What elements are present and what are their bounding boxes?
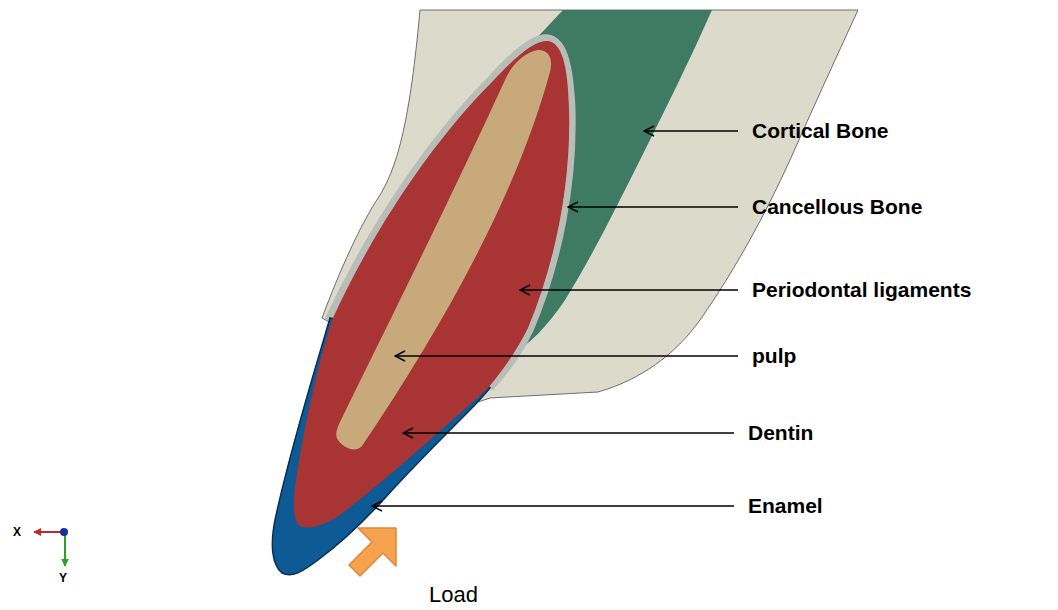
part-label: pulp	[752, 345, 796, 366]
axis-label: X	[13, 526, 21, 538]
part-label: Enamel	[748, 495, 823, 516]
part-label: Periodontal ligaments	[752, 279, 971, 300]
dentin	[294, 41, 569, 527]
part-label: Dentin	[748, 422, 813, 443]
axis-label: Y	[59, 572, 67, 584]
part-label: Cancellous Bone	[752, 196, 922, 217]
leader-lines	[372, 131, 738, 506]
load-arrow	[349, 528, 396, 576]
pulp	[336, 50, 551, 449]
load-label: Load	[429, 584, 478, 606]
part-label: Cortical Bone	[752, 120, 889, 141]
axis-triad	[34, 528, 68, 566]
